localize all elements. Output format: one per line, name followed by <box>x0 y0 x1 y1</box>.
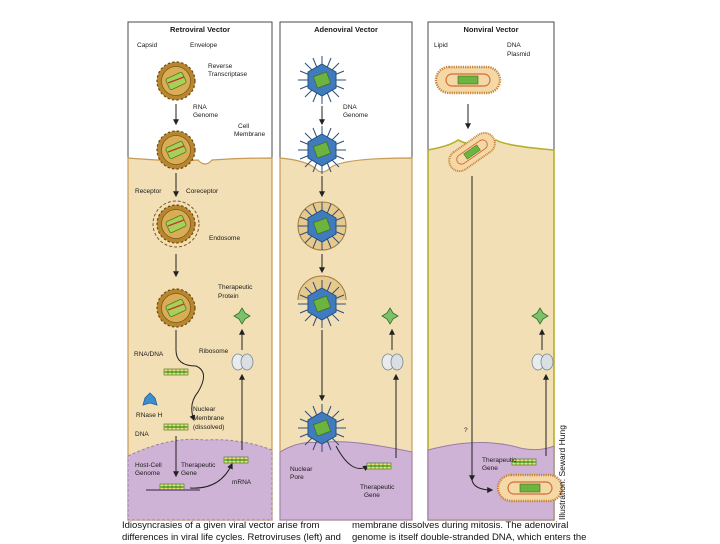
label-dna: DNA <box>135 431 149 438</box>
retrovirus-particle-1 <box>156 61 196 101</box>
label-reverse-transcriptase-1: Reverse <box>208 63 233 70</box>
label-rna-dna: RNA/DNA <box>134 351 164 358</box>
retrovirus-in-endosome <box>156 204 196 244</box>
label-therapeutic-gene-adeno-2: Gene <box>364 492 380 499</box>
ribosome-icon <box>531 353 554 371</box>
caption-right-line-1: membrane dissolves during mitosis. The a… <box>352 520 569 531</box>
retrovirus-particle-2 <box>156 130 196 170</box>
adenovirus-escaping-endosome <box>297 279 347 329</box>
adenovirus-in-endosome <box>297 201 347 251</box>
label-reverse-transcriptase-2: Transcriptase <box>208 71 248 78</box>
panel-adenoviral: Adenoviral Vector DNA Genome Nuclear Por… <box>279 21 413 521</box>
mrna-strand <box>223 456 249 464</box>
label-endosome: Endosome <box>209 235 240 242</box>
retrovirus-uncoating <box>156 288 196 328</box>
label-receptor: Receptor <box>135 188 162 195</box>
label-therapeutic-gene-nonviral-2: Gene <box>482 465 498 472</box>
caption-left-line-2: differences in viral life cycles. Retrov… <box>122 532 341 543</box>
label-therapeutic-gene-2: Gene <box>181 470 197 477</box>
liposome-in-nucleus <box>496 473 564 503</box>
label-host-cell-genome-2: Genome <box>135 470 160 477</box>
label-dna-plasmid-2: Plasmid <box>507 51 531 58</box>
label-dna-genome-1: DNA <box>343 104 357 111</box>
caption-right-line-2: genome is itself double-stranded DNA, wh… <box>352 532 587 543</box>
rnase-h-icon <box>142 392 158 406</box>
label-therapeutic-gene-nonviral-1: Therapeutic <box>482 457 517 464</box>
panel-retroviral: Retroviral Vector Capsid Envelope Revers… <box>127 21 273 521</box>
label-therapeutic-gene-adeno-1: Therapeutic <box>360 484 395 491</box>
liposome-plasmid-complex <box>434 65 502 95</box>
label-nuclear-pore-1: Nuclear <box>290 466 313 473</box>
label-nuclear-pore-2: Pore <box>290 474 304 481</box>
label-cell-membrane-2: Membrane <box>234 131 265 138</box>
panel-nonviral: Nonviral Vector Lipid DNA Plasmid ? Ther… <box>427 21 564 521</box>
adenovirus-particle-2 <box>297 125 347 175</box>
panel-title-nonviral: Nonviral Vector <box>463 25 518 34</box>
label-dna-genome-2: Genome <box>343 112 368 119</box>
label-mrna: mRNA <box>232 479 252 486</box>
label-nuclear-membrane-2: Membrane <box>193 415 224 422</box>
label-ribosome: Ribosome <box>199 348 229 355</box>
label-envelope: Envelope <box>190 42 217 49</box>
label-therapeutic-protein-1: Therapeutic <box>218 284 253 291</box>
label-rna-genome-1: RNA <box>193 104 207 111</box>
label-host-cell-genome-1: Host-Cell <box>135 462 162 469</box>
adenovirus-at-nuclear-pore <box>297 403 347 453</box>
label-rnase-h: RNase H <box>136 412 163 419</box>
illustration-credit: Illustration: Seward Hung <box>557 425 567 520</box>
caption-left: Idiosyncrasies of a given viral vector a… <box>122 520 341 544</box>
label-rna-genome-2: Genome <box>193 112 218 119</box>
label-therapeutic-gene-1: Therapeutic <box>181 462 216 469</box>
adenovirus-particle-1 <box>297 55 347 105</box>
label-lipid: Lipid <box>434 42 448 49</box>
label-coreceptor: Coreceptor <box>186 188 219 195</box>
rna-dna-hybrid <box>163 368 189 376</box>
label-question-mark: ? <box>464 427 468 434</box>
label-cell-membrane-1: Cell <box>238 123 250 130</box>
label-therapeutic-protein-2: Protein <box>218 293 239 300</box>
label-dna-plasmid-1: DNA <box>507 42 521 49</box>
label-nuclear-membrane-1: Nuclear <box>193 406 216 413</box>
ribosome-icon <box>231 353 254 371</box>
dna-strand <box>163 423 189 431</box>
label-capsid: Capsid <box>137 42 158 49</box>
panel-title-adenoviral: Adenoviral Vector <box>314 25 378 34</box>
label-nuclear-membrane-3: (dissolved) <box>193 424 224 431</box>
caption-left-line-1: Idiosyncrasies of a given viral vector a… <box>122 520 320 531</box>
ribosome-icon <box>381 353 404 371</box>
integrated-therapeutic-gene <box>159 483 185 491</box>
panel-title-retroviral: Retroviral Vector <box>170 25 230 34</box>
caption-right: membrane dissolves during mitosis. The a… <box>352 520 586 544</box>
adenoviral-therapeutic-gene <box>366 462 392 470</box>
